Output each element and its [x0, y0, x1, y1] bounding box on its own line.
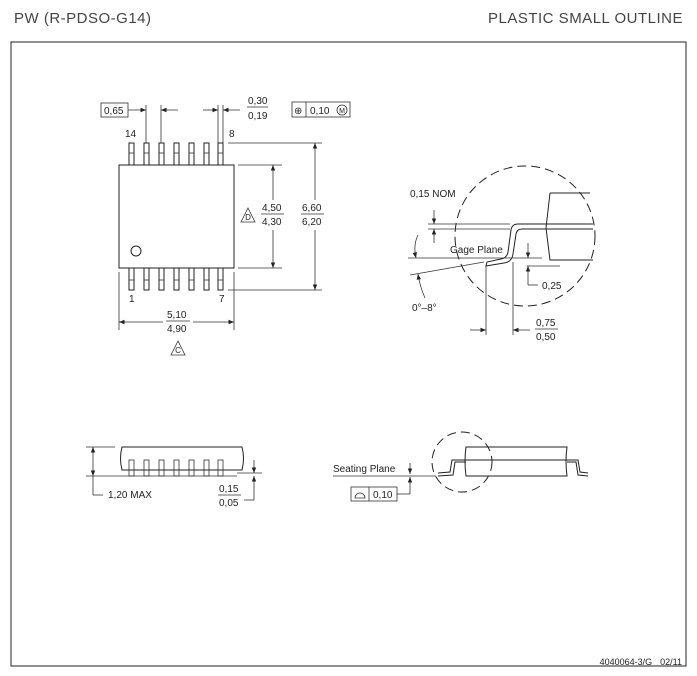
pin-label-8: 8 [229, 129, 235, 140]
lead-angle: 0°–8° [412, 303, 437, 314]
side-view-end: 1,20 MAX 0,15 0,05 [86, 446, 262, 509]
position-tolerance-frame: ⊕ 0,10 M [291, 101, 351, 118]
drawing-number: 4040064-3/G [600, 657, 653, 667]
standoff-min: 0,05 [219, 498, 239, 509]
body-width-max: 4,50 [262, 203, 282, 214]
foot-length-max: 0,75 [536, 318, 556, 329]
lead-width-min: 0,19 [248, 111, 268, 122]
lead-thickness: 0,15 NOM [410, 189, 456, 200]
bottom-leads [128, 267, 224, 291]
body-width-min: 4,30 [262, 217, 282, 228]
flatness-value: 0,10 [373, 490, 393, 501]
detail-lead [485, 223, 593, 267]
mmc-modifier: M [339, 108, 345, 115]
pitch-value: 0,65 [104, 106, 124, 117]
gage-plane-label: Gage Plane [450, 245, 503, 256]
position-icon: ⊕ [294, 106, 302, 117]
gage-height: 0,25 [542, 281, 562, 292]
note-d-triangle-icon [240, 207, 256, 223]
lead-width-max: 0,30 [248, 96, 268, 107]
top-view: 14 8 1 7 0,65 0,30 0,19 ⊕ 0,10 M [100, 96, 351, 356]
standoff-max: 0,15 [219, 484, 239, 495]
package-body [118, 164, 235, 269]
max-height: 1,20 MAX [108, 490, 152, 501]
side-view-seating: Seating Plane 0,10 [333, 431, 589, 502]
drawing-border [10, 41, 687, 667]
overall-width-min: 6,20 [302, 217, 322, 228]
package-code: PW (R-PDSO-G14) [14, 10, 152, 27]
foot-length-min: 0,50 [536, 332, 556, 343]
body-length-max: 5,10 [167, 310, 187, 321]
body-length-min: 4,90 [167, 324, 187, 335]
pin-label-7: 7 [219, 294, 225, 305]
position-tolerance-value: 0,10 [310, 106, 330, 117]
overall-width-max: 6,60 [302, 203, 322, 214]
detail-body [545, 192, 593, 261]
pin-label-14: 14 [125, 129, 137, 140]
detail-circle [454, 165, 596, 307]
svg-text:4040064-3/G02/11: 4040064-3/G 02/11 [600, 657, 682, 667]
seating-plane-label: Seating Plane [333, 464, 396, 475]
note-c: C [175, 346, 181, 355]
note-d: D [245, 213, 251, 222]
drawing-date: 02/11 [660, 657, 682, 667]
pin1-marker [130, 245, 142, 257]
pin-label-1: 1 [129, 294, 135, 305]
note-c-triangle-icon [170, 340, 186, 356]
flatness-icon [354, 492, 366, 499]
lead-detail-view: 0,15 NOM Gage Plane 0°–8° 0,25 0,75 0,50 [408, 165, 596, 343]
package-type: PLASTIC SMALL OUTLINE [488, 10, 683, 27]
flatness-frame: 0,10 [350, 486, 398, 502]
top-leads [128, 142, 224, 166]
